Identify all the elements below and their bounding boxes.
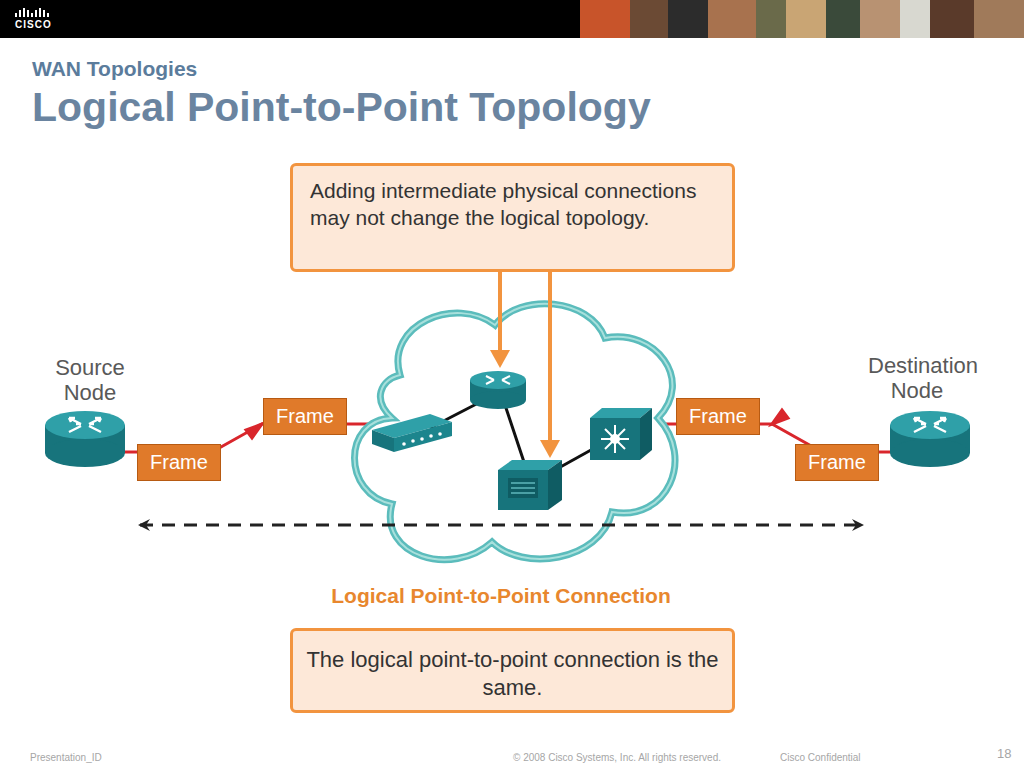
node-text: Frame xyxy=(150,451,208,474)
router-icon xyxy=(890,410,970,470)
source-router: Source Node xyxy=(40,355,140,535)
atm-switch xyxy=(590,408,652,460)
node-text: Destination Node xyxy=(862,353,972,403)
node-text: Frame xyxy=(808,451,866,474)
router-arrows xyxy=(914,418,946,432)
callout-box: Adding intermediate physical connections… xyxy=(290,163,735,272)
photo-strip xyxy=(580,0,1024,38)
connection-label: Logical Point-to-Point Connection xyxy=(241,584,761,608)
frame-box: Frame xyxy=(263,398,347,435)
node-text: Source Node xyxy=(40,355,140,405)
router-base xyxy=(45,439,125,467)
cloud-router xyxy=(470,371,526,409)
frame-box: Frame xyxy=(795,444,879,481)
cloud-wires xyxy=(430,398,600,470)
router-base xyxy=(890,439,970,467)
callout-leader-arrows xyxy=(490,272,560,458)
footer-copyright: © 2008 Cisco Systems, Inc. All rights re… xyxy=(513,752,721,763)
node-text: Adding intermediate physical connections… xyxy=(310,177,722,231)
router-arrows xyxy=(69,418,101,432)
node-text: The logical point-to-point connection is… xyxy=(303,646,722,702)
header-bar xyxy=(0,0,1024,38)
node-text: Frame xyxy=(689,405,747,428)
modem-hub xyxy=(372,414,452,452)
footer-id: Presentation_ID xyxy=(30,752,102,763)
node-text: Frame xyxy=(276,405,334,428)
access-server xyxy=(498,460,562,510)
wan-cloud xyxy=(355,304,676,560)
destination-router: Destination Node xyxy=(862,353,972,533)
slide-title: Logical Point-to-Point Topology xyxy=(32,84,651,131)
router-top xyxy=(890,411,970,439)
section-heading: WAN Topologies xyxy=(32,57,197,81)
frame-box: Frame xyxy=(137,444,221,481)
frame-box: Frame xyxy=(676,398,760,435)
cisco-logo-bars xyxy=(15,8,49,17)
note-box: The logical point-to-point connection is… xyxy=(290,628,735,713)
router-icon xyxy=(45,410,125,470)
logo-text: CISCO xyxy=(15,19,52,30)
dashed-connection-arrow xyxy=(140,524,862,527)
router-top xyxy=(45,411,125,439)
wan-cloud-inner-line xyxy=(355,304,676,560)
footer-confidential: Cisco Confidential xyxy=(780,752,861,763)
page-number: 18 xyxy=(997,746,1011,761)
